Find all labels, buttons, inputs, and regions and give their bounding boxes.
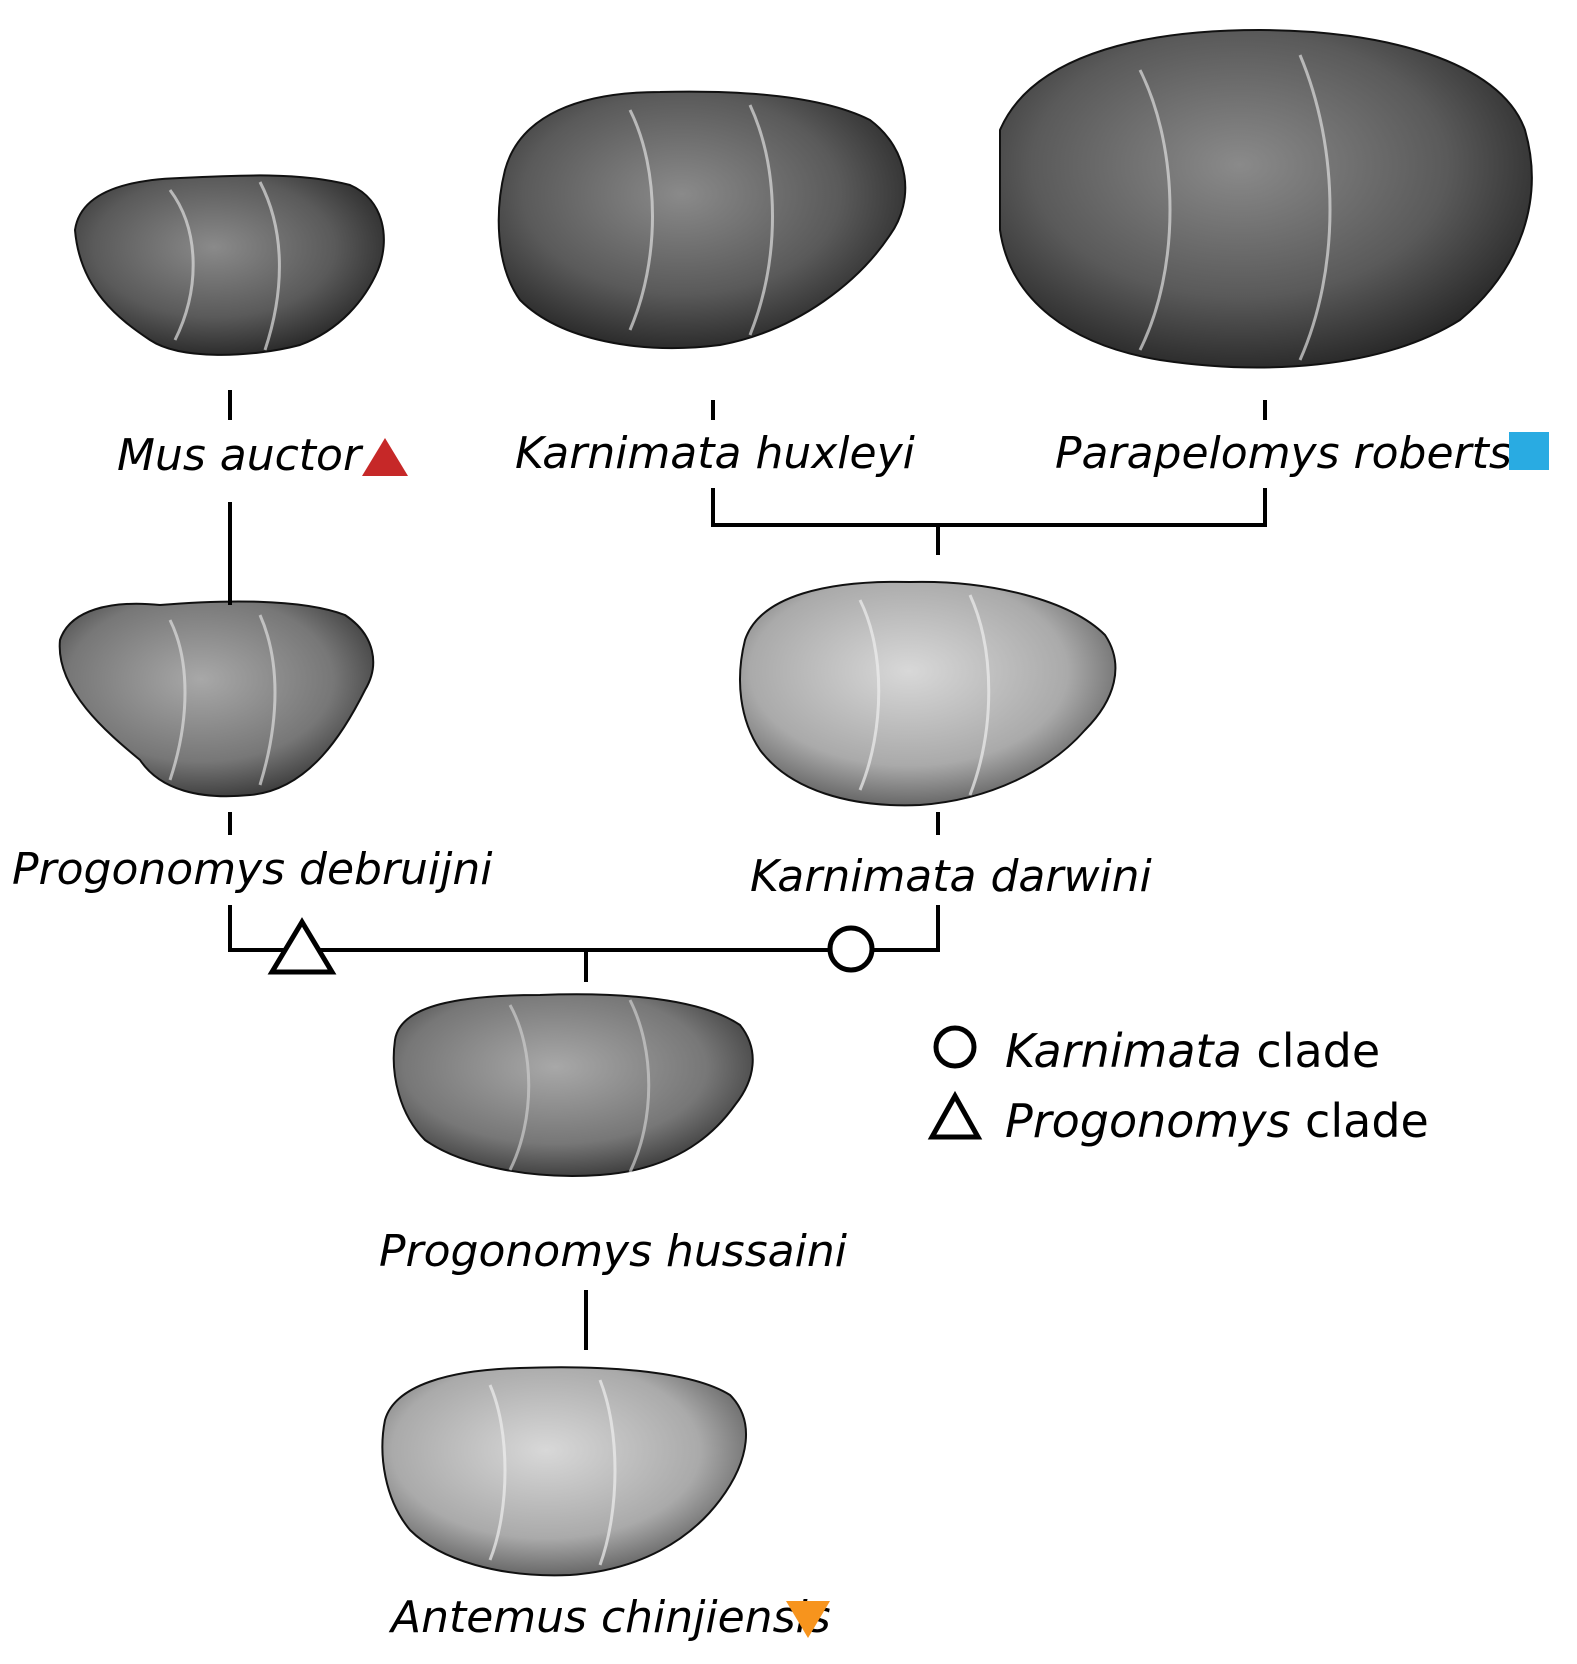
legend-progonomys-name: Progonomys [1005, 1094, 1290, 1148]
label-mus-auctor: Mus auctor [117, 430, 364, 481]
karnimata-clade-circle-node [827, 925, 875, 973]
mus-auctor-red-triangle-icon [362, 438, 408, 476]
label-progonomys-hussaini: Progonomys hussaini [379, 1226, 848, 1277]
legend-triangle-icon [927, 1090, 983, 1140]
legend-progonomys-suffix: clade [1290, 1094, 1428, 1148]
parapelomys-robertsi-blue-square-icon [1509, 432, 1549, 470]
legend-karnimata-name: Karnimata [1005, 1024, 1242, 1078]
tooth-progonomys-debruijni [58, 600, 375, 798]
legend-progonomys-clade: Progonomys clade [1005, 1094, 1429, 1148]
tooth-parapelomys-robertsi [999, 28, 1533, 369]
tree-branches [228, 390, 1267, 1350]
tooth-mus-auctor [73, 174, 385, 356]
antemus-chinjiensis-orange-down-triangle-icon [786, 1601, 830, 1638]
label-parapelomys-robertsi: Parapelomys robertsi [1055, 428, 1525, 479]
legend: Karnimata clade Progonomys clade [927, 1024, 1429, 1148]
progonomys-clade-triangle-node [267, 917, 337, 975]
label-karnimata-huxleyi: Karnimata huxleyi [515, 428, 916, 479]
legend-circle-icon [933, 1025, 977, 1069]
label-karnimata-darwini: Karnimata darwini [750, 851, 1153, 902]
tooth-karnimata-darwini [739, 580, 1117, 807]
tooth-karnimata-huxleyi [497, 90, 907, 349]
label-antemus-chinjiensis: Antemus chinjiensis [388, 1592, 831, 1643]
legend-karnimata-clade: Karnimata clade [1005, 1024, 1380, 1078]
tooth-progonomys-hussaini [392, 993, 754, 1177]
tooth-antemus-chinjiensis [381, 1366, 747, 1577]
label-progonomys-debruijni: Progonomys debruijni [12, 844, 493, 895]
legend-karnimata-suffix: clade [1242, 1024, 1380, 1078]
